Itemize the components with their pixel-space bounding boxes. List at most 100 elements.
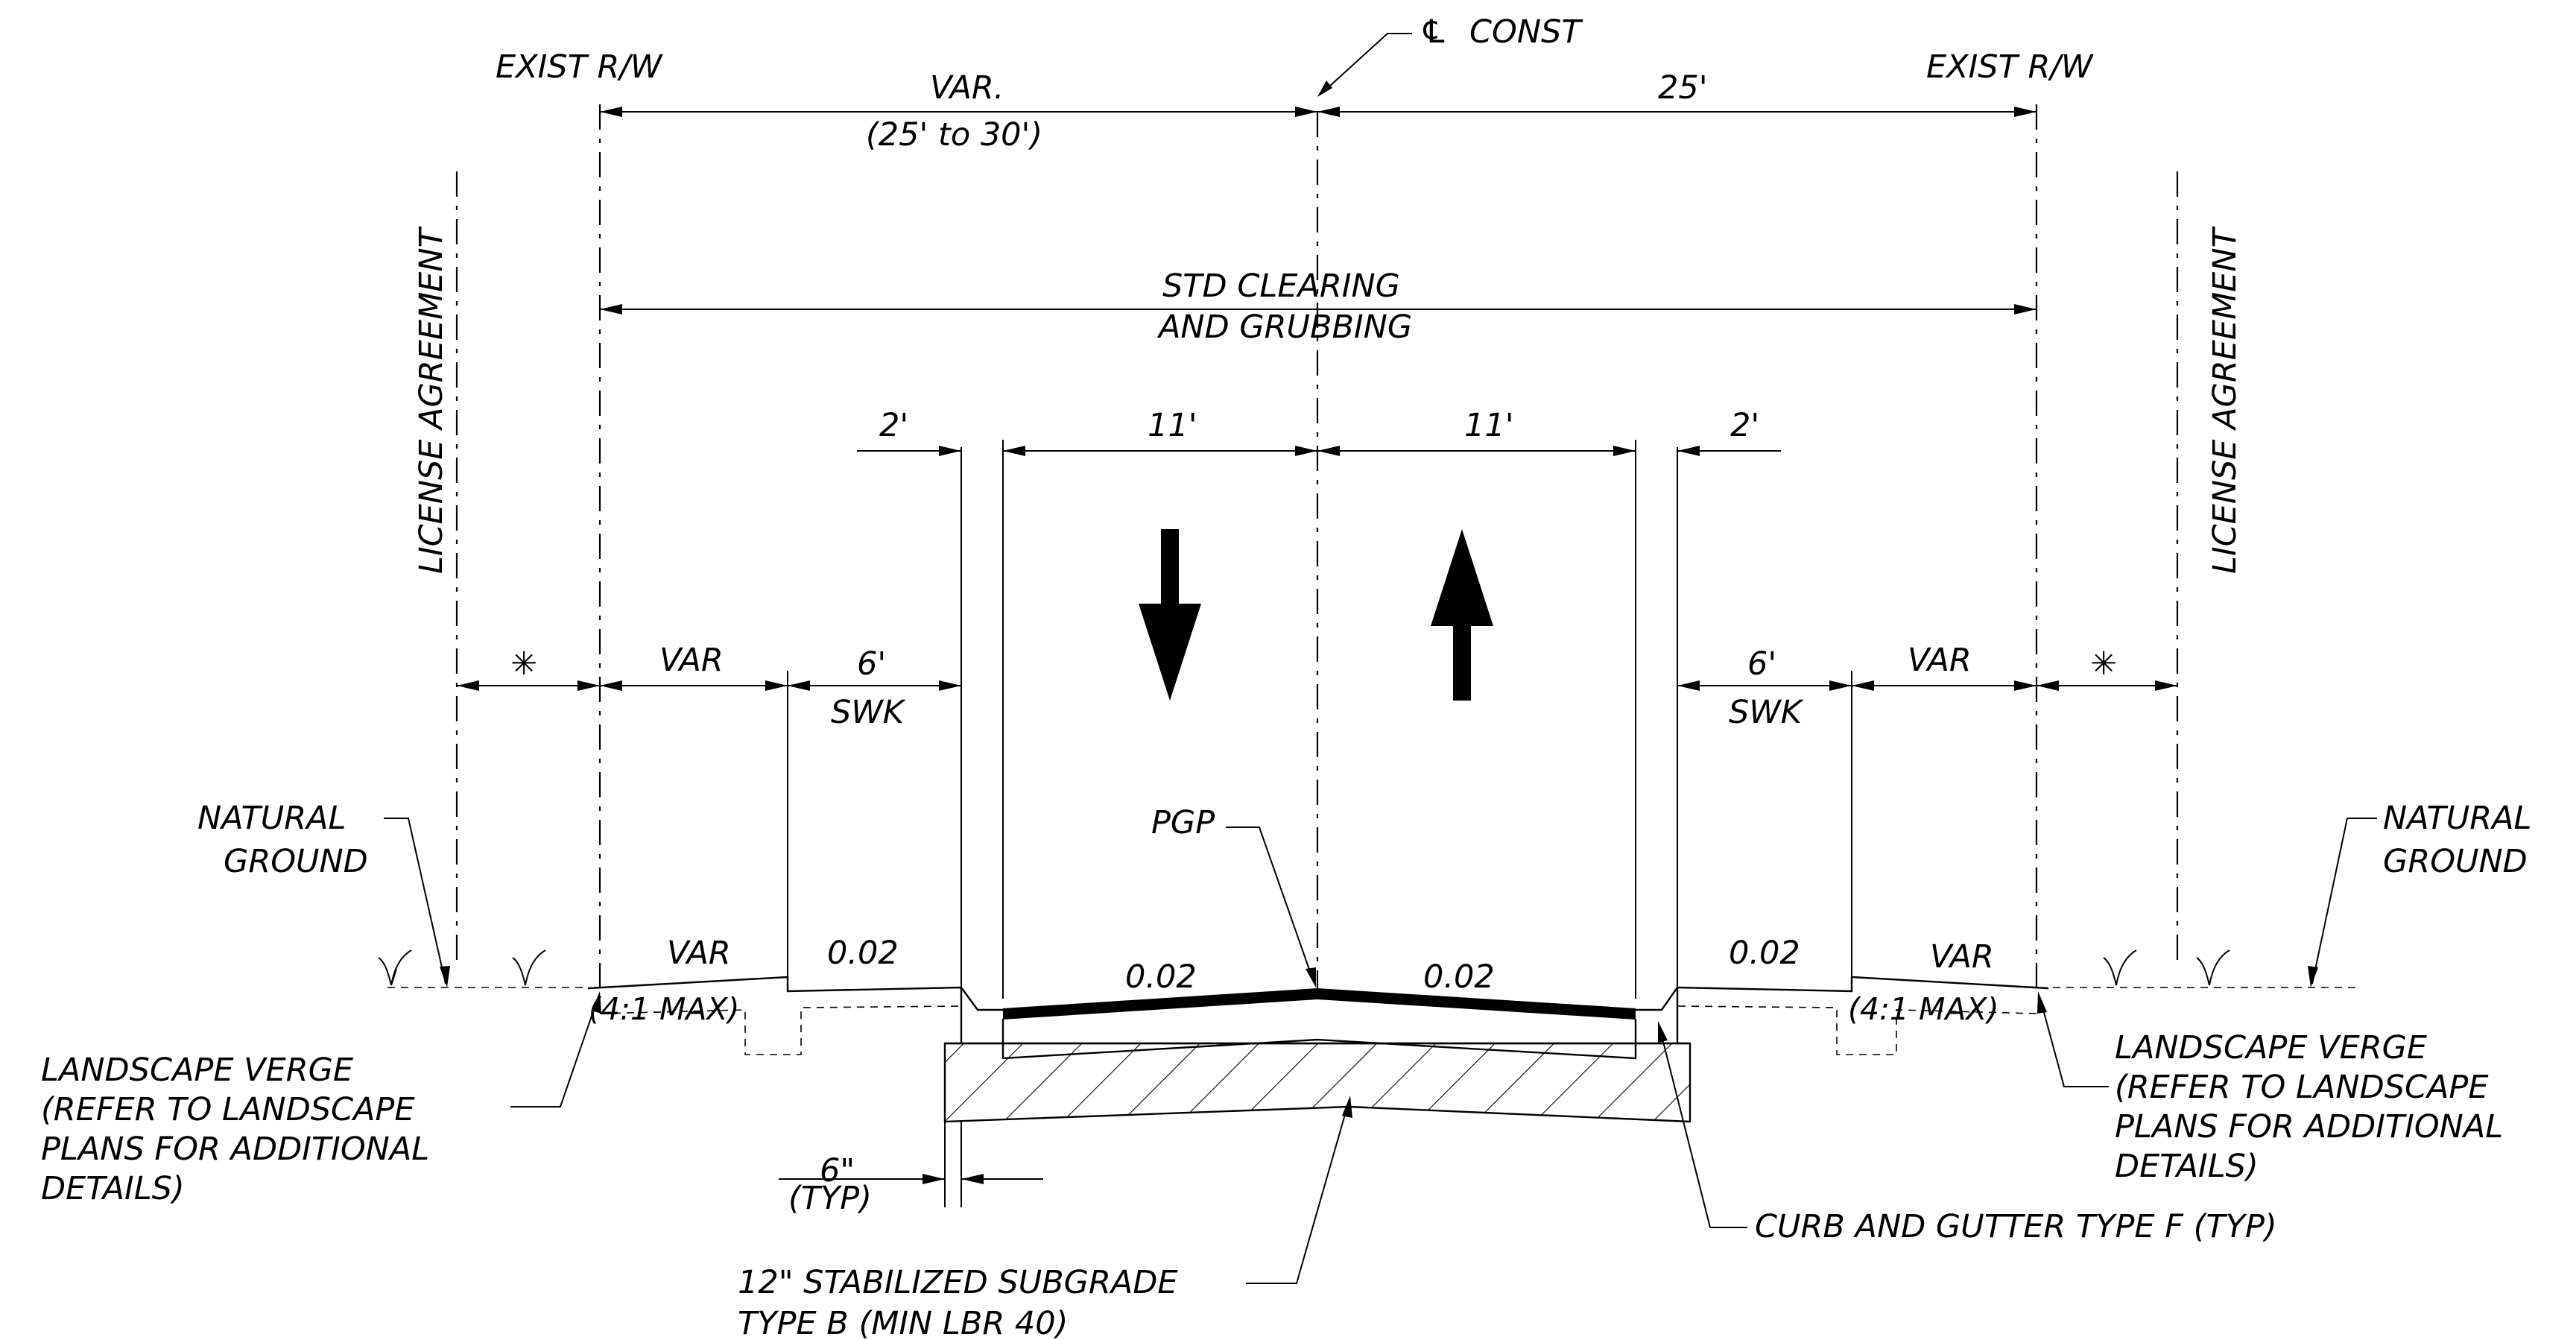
subgrade-label-1: 12" STABILIZED SUBGRADE — [738, 1264, 1178, 1301]
pgp-label: PGP — [1151, 804, 1215, 841]
asterisk-left-label: ✳ — [510, 645, 537, 683]
pgp-leader — [1226, 827, 1314, 981]
pavement-asphalt — [1003, 988, 1636, 1020]
dim-11-right-label: 11' — [1464, 407, 1514, 444]
sidewalk-left-surface — [786, 976, 1004, 1011]
slope-var-right-label: VAR — [1930, 938, 1994, 976]
dim-var-right-arrow-l — [1852, 680, 1874, 691]
centerline-leader-arrow — [1317, 80, 1332, 97]
verge-left-leader — [510, 998, 598, 1107]
dim-var-left-arrow-l — [600, 680, 622, 691]
verge-right-label-1: LANDSCAPE VERGE — [2115, 1029, 2428, 1066]
slope-lane-right-label: 0.02 — [1423, 958, 1495, 996]
verge-left-surface — [587, 976, 789, 990]
swk-right-label: SWK — [1729, 694, 1805, 731]
dim-11-left-label: 11' — [1148, 407, 1197, 444]
max-41-left-label: (4:1 MAX) — [589, 991, 740, 1027]
curb-gutter-label: CURB AND GUTTER TYPE F (TYP) — [1755, 1208, 2277, 1245]
natural-ground-right-leader — [2311, 818, 2377, 985]
dim-11-right-arrow-r — [1613, 446, 1636, 456]
verge-right-leader — [2039, 998, 2109, 1087]
natural-ground-right-label-1: NATURAL — [2383, 800, 2531, 837]
dim-swk-left-arrow-r — [939, 680, 961, 691]
natural-ground-right-arrow — [2308, 966, 2318, 987]
centerline-symbol: ℄ — [1420, 13, 1449, 51]
reference-lines — [455, 104, 2179, 999]
max-41-right-label: (4:1 MAX) — [1848, 991, 1999, 1027]
typ-6-arrow-left — [923, 1174, 945, 1184]
dim-var-label: VAR. — [930, 69, 1004, 107]
dim-25-arrow-r — [2014, 107, 2037, 117]
natural-ground-left-label-1: NATURAL — [197, 800, 346, 837]
typ-6-label: 6" — [820, 1152, 855, 1189]
dim-swk-right-arrow-l — [1677, 680, 1700, 691]
verge-right-label-2: (REFER TO LANDSCAPE — [2115, 1069, 2489, 1106]
traffic-arrow-up-icon — [1431, 529, 1493, 701]
natural-ground-right-label-2: GROUND — [2383, 843, 2528, 880]
curb-gutter-leader-arrow — [1658, 1021, 1668, 1043]
license-left-label: LICENSE AGREEMENT — [413, 225, 450, 574]
centerline-const-label: CONST — [1469, 13, 1583, 51]
verge-right-label-4: DETAILS) — [2115, 1148, 2259, 1185]
verge-right-label-3: PLANS FOR ADDITIONAL — [2115, 1108, 2503, 1145]
subgrade-leader — [1246, 1101, 1349, 1284]
verge-left-label-3: PLANS FOR ADDITIONAL — [41, 1131, 429, 1168]
dim-var-right-arrow-r — [2014, 680, 2037, 691]
natural-ground-left-arrow — [440, 966, 450, 987]
grass-tuft-icon — [378, 949, 2230, 986]
dim-asterisk-right-arrow-r — [2155, 680, 2177, 691]
dim-11-right-arrow-l — [1317, 446, 1340, 456]
std-clearing-label-2: AND GRUBBING — [1156, 309, 1412, 346]
slope-var-left-label: VAR — [667, 935, 731, 972]
natural-ground-left-leader — [384, 818, 446, 985]
typ-6-arrow-right — [961, 1174, 984, 1184]
verge-left-label-1: LANDSCAPE VERGE — [41, 1052, 354, 1089]
verge-left-label-4: DETAILS) — [41, 1170, 185, 1207]
centerline-leader — [1321, 33, 1412, 94]
std-clearing-label-1: STD CLEARING — [1162, 268, 1400, 305]
sidewalk-right-surface — [1634, 976, 1853, 1011]
dim-clearing-arrow-r — [2014, 304, 2037, 315]
swk-left-label: SWK — [831, 694, 907, 731]
license-right-label: LICENSE AGREEMENT — [2206, 225, 2244, 574]
curb-gutter-leader — [1659, 1029, 1747, 1228]
verge-left-arrow — [592, 991, 601, 1014]
dim-var-arrow-r — [1295, 107, 1317, 117]
dim-11-left-arrow-r — [1295, 446, 1317, 456]
swk-6-left-label: 6' — [857, 645, 886, 683]
slope-sw-left-label: 0.02 — [827, 935, 899, 972]
var-right-label: VAR — [1908, 642, 1972, 679]
exist-rw-left-label: EXIST R/W — [496, 48, 663, 86]
dim-25-label: 25' — [1658, 69, 1708, 107]
dim-11-left-arrow-l — [1003, 446, 1025, 456]
verge-right-arrow — [2037, 991, 2047, 1014]
dim-clearing-arrow-l — [600, 304, 622, 315]
dim-asterisk-right-arrow-l — [2037, 680, 2059, 691]
dim-var-range-label: (25' to 30') — [866, 116, 1042, 154]
slope-sw-right-label: 0.02 — [1729, 935, 1800, 972]
dim-asterisk-left-arrow-r — [577, 680, 600, 691]
slope-lane-left-label: 0.02 — [1125, 958, 1197, 996]
subgrade-label-2: TYPE B (MIN LBR 40) — [738, 1305, 1068, 1340]
exist-rw-right-label: EXIST R/W — [1926, 48, 2094, 86]
var-left-label: VAR — [659, 642, 724, 679]
dim-2-left-arrow — [939, 446, 961, 456]
natural-ground-left-label-2: GROUND — [224, 843, 368, 880]
asterisk-right-label: ✳ — [2090, 645, 2117, 683]
dim-2-right-label: 2' — [1730, 407, 1759, 444]
dim-var-left-arrow-r — [765, 680, 788, 691]
dim-2-left-label: 2' — [879, 407, 908, 444]
subgrade-leader-arrow — [1342, 1096, 1352, 1118]
verge-left-label-2: (REFER TO LANDSCAPE — [41, 1091, 415, 1128]
verge-right-surface — [1850, 976, 2049, 990]
dim-var-arrow-l — [600, 107, 622, 117]
dim-25-arrow-l — [1317, 107, 1340, 117]
sidewalk-base-dashed — [599, 1005, 2037, 1055]
typ-label: (TYP) — [788, 1180, 872, 1217]
stabilized-subgrade-hatch — [943, 1042, 1692, 1123]
dim-2-right-arrow — [1677, 446, 1700, 456]
traffic-arrow-down-icon — [1139, 529, 1201, 701]
dim-swk-left-arrow-l — [788, 680, 810, 691]
pgp-leader-arrow — [1306, 967, 1316, 987]
